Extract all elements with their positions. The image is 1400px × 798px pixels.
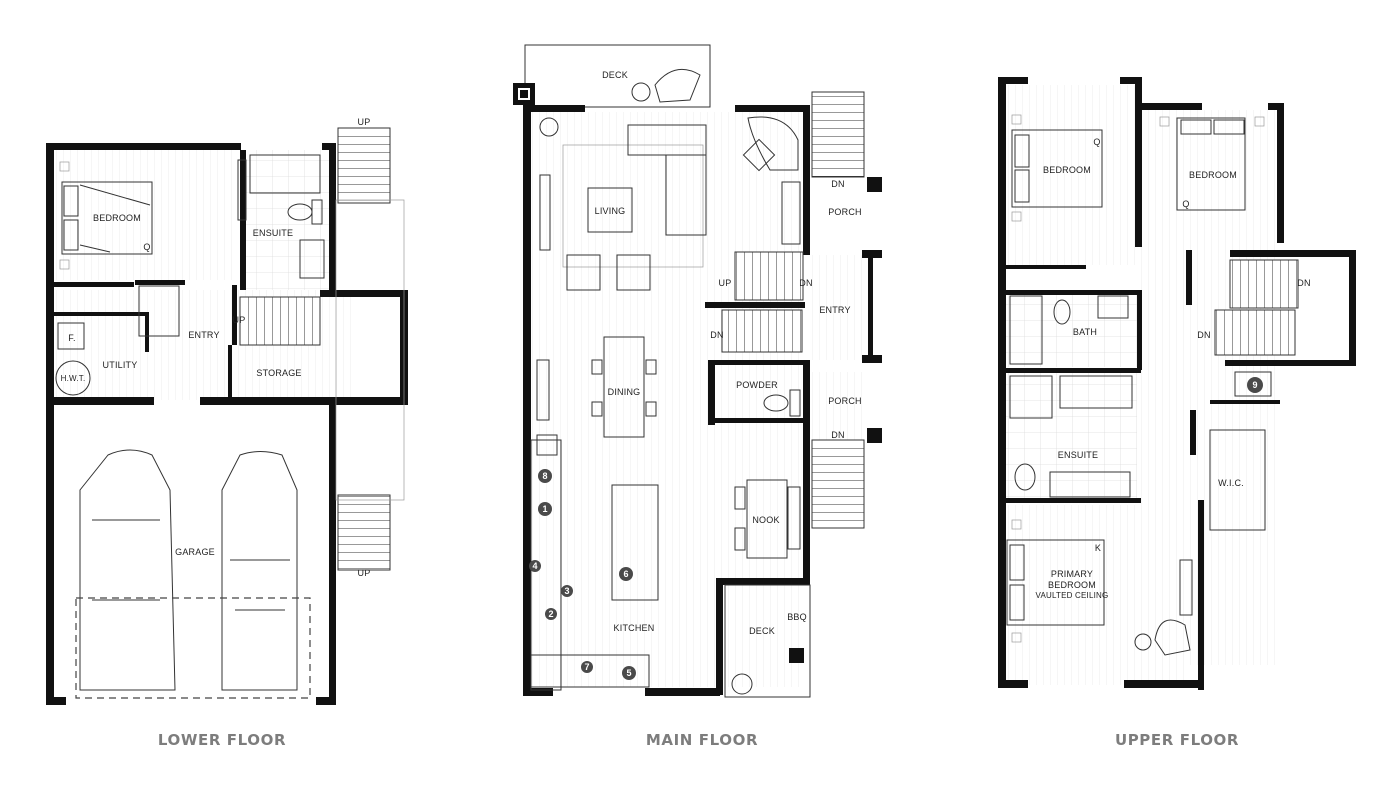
label-main-porch-top: PORCH — [828, 207, 862, 217]
label-lower-stair-interior: UP — [233, 315, 246, 325]
label-lower-ensuite: ENSUITE — [253, 228, 293, 238]
label-upper-wic: W.I.C. — [1218, 478, 1244, 488]
label-main-entry: ENTRY — [819, 305, 850, 315]
label-main-stair-dn-right: DN — [799, 278, 812, 288]
lower-floor-plan — [46, 127, 408, 705]
label-main-kitchen: KITCHEN — [614, 623, 655, 633]
label-main-living: LIVING — [595, 206, 626, 216]
tag-1: 1 — [542, 504, 547, 514]
label-upper-stair-dn-right: DN — [1297, 278, 1310, 288]
label-main-stair-porch-top: DN — [831, 179, 844, 189]
label-lower-utility: UTILITY — [103, 360, 138, 370]
appliance-tags: 1 2 3 4 5 6 7 8 9 — [529, 377, 1263, 680]
tag-5: 5 — [626, 668, 631, 678]
label-upper-bed-q-right: Q — [1182, 199, 1189, 209]
label-lower-bed-q: Q — [143, 242, 150, 252]
label-main-stair-dn-left: DN — [710, 330, 723, 340]
label-main-dining: DINING — [608, 387, 641, 397]
tag-9: 9 — [1252, 380, 1257, 390]
label-main-nook: NOOK — [752, 515, 779, 525]
label-upper-primary-2: BEDROOM — [1048, 580, 1096, 590]
label-lower-stair-top: UP — [358, 117, 371, 127]
label-lower-storage: STORAGE — [256, 368, 301, 378]
upper-floor-plan — [998, 77, 1356, 690]
tag-6: 6 — [623, 569, 628, 579]
label-upper-bed-k: K — [1095, 543, 1101, 553]
caption-main-floor: MAIN FLOOR — [646, 731, 758, 749]
label-lower-bedroom: BEDROOM — [93, 213, 141, 223]
label-lower-entry: ENTRY — [188, 330, 219, 340]
label-main-deck-bottom: DECK — [749, 626, 775, 636]
label-upper-bath: BATH — [1073, 327, 1097, 337]
label-main-bbq: BBQ — [787, 612, 807, 622]
main-floor-plan — [513, 44, 882, 698]
label-upper-bed-q-left: Q — [1093, 137, 1100, 147]
label-upper-bedroom-right: BEDROOM — [1189, 170, 1237, 180]
label-upper-bedroom-left: BEDROOM — [1043, 165, 1091, 175]
label-upper-primary-1: PRIMARY — [1051, 569, 1093, 579]
label-lower-garage: GARAGE — [175, 547, 215, 557]
tag-2: 2 — [548, 609, 553, 619]
label-upper-ensuite: ENSUITE — [1058, 450, 1098, 460]
label-upper-stair-dn-left: DN — [1197, 330, 1210, 340]
label-main-deck-top: DECK — [602, 70, 628, 80]
tag-4: 4 — [532, 561, 537, 571]
tag-8: 8 — [542, 471, 547, 481]
caption-upper-floor: UPPER FLOOR — [1115, 731, 1239, 749]
label-lower-furnace: F. — [68, 333, 75, 343]
label-main-porch-bottom: PORCH — [828, 396, 862, 406]
label-lower-hwt: H.W.T. — [61, 374, 86, 383]
room-labels: BEDROOM Q ENSUITE ENTRY F. UTILITY H.W.T… — [61, 70, 1311, 636]
tag-7: 7 — [584, 662, 589, 672]
tag-3: 3 — [564, 586, 569, 596]
label-lower-stair-bottom: UP — [358, 568, 371, 578]
label-main-stair-porch-bottom: DN — [831, 430, 844, 440]
label-upper-primary-3: VAULTED CEILING — [1036, 591, 1109, 600]
floor-captions: LOWER FLOOR MAIN FLOOR UPPER FLOOR — [158, 731, 1239, 749]
label-main-powder: POWDER — [736, 380, 778, 390]
label-main-stair-up: UP — [719, 278, 732, 288]
caption-lower-floor: LOWER FLOOR — [158, 731, 286, 749]
